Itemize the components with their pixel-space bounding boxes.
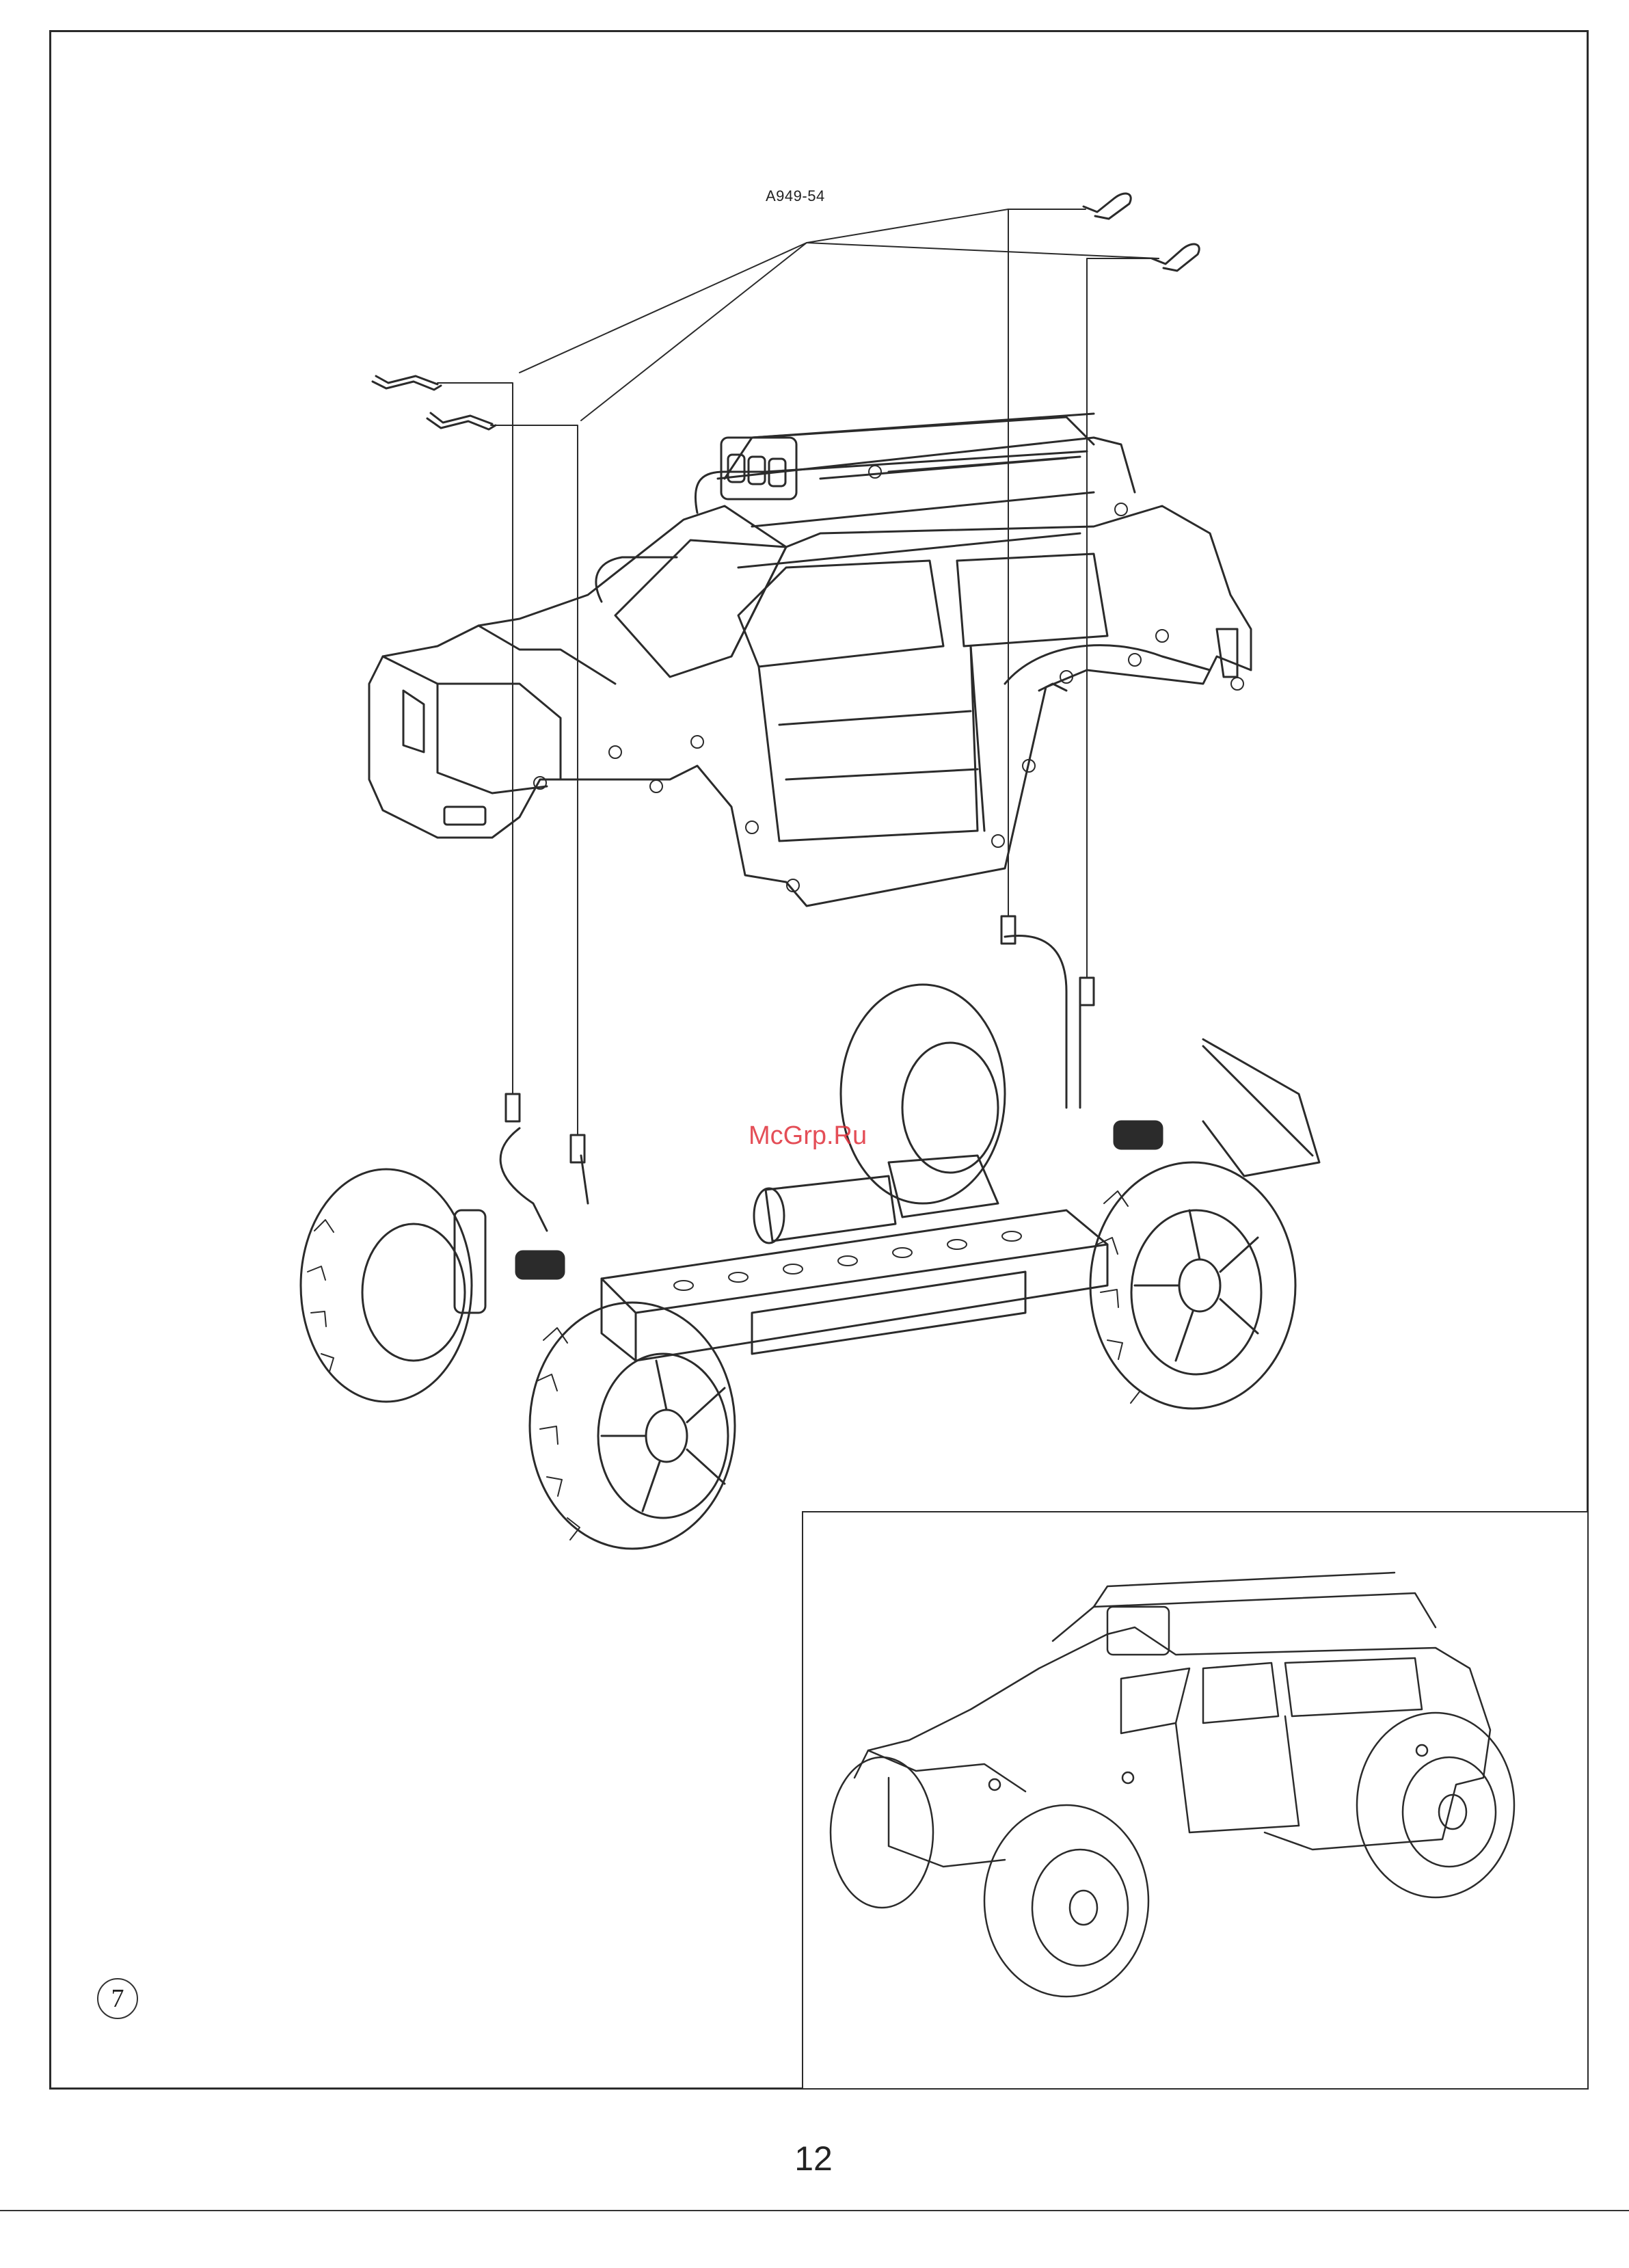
wheel-rear-right: [1090, 1162, 1295, 1409]
body-clip-icon-3: [1083, 194, 1131, 219]
part-code-label: A949-54: [766, 187, 825, 205]
step-number-badge: 7: [97, 1978, 138, 2019]
body-clip-icon-1: [373, 376, 441, 390]
wheel-front-left: [301, 1169, 472, 1402]
rear-shock: [1114, 1121, 1162, 1149]
footer-divider: [0, 2210, 1629, 2211]
inset-wheel-front: [984, 1805, 1148, 1997]
body-clip-icon-2: [427, 413, 496, 429]
inset-wheel-rear: [1357, 1713, 1514, 1897]
callout-leaders: [437, 209, 1159, 1135]
wheel-rear-left: [841, 985, 1005, 1203]
inset-wheel-back-left: [831, 1757, 933, 1908]
truck-body-shell: [369, 414, 1251, 906]
wheel-front-right: [530, 1303, 735, 1549]
chassis: [301, 916, 1319, 1549]
body-clip-icon-4: [1152, 244, 1199, 271]
assembled-truck-illustration: [831, 1573, 1514, 1997]
page-number: 12: [786, 2139, 841, 2178]
body-screw-heads: [534, 466, 1243, 892]
watermark-text: McGrp.Ru: [749, 1121, 867, 1151]
